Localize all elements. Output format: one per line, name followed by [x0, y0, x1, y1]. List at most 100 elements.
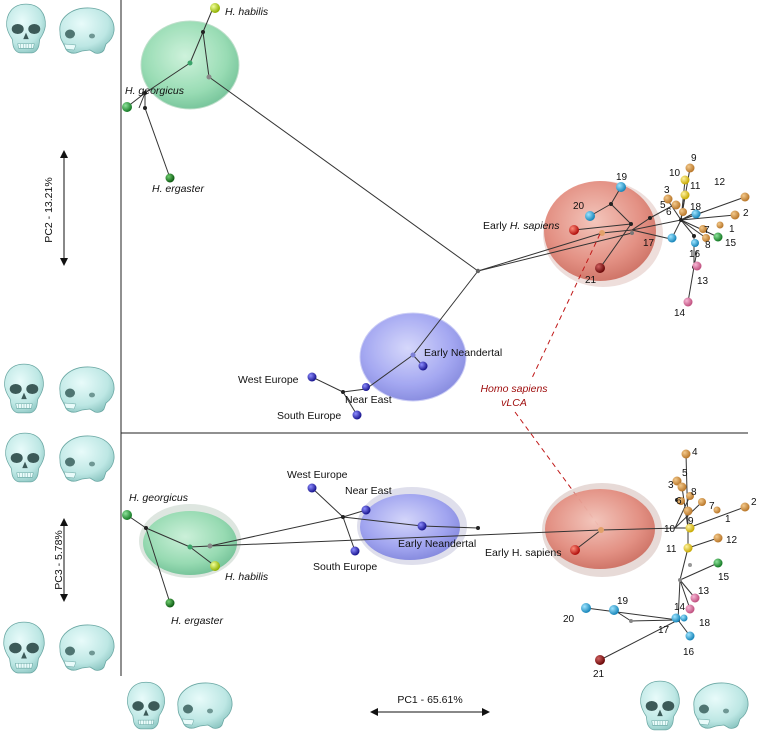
label-early-sapiens: Early H. sapiens	[483, 220, 560, 232]
num-8: 8	[705, 240, 711, 251]
num-14: 14	[674, 308, 686, 319]
num-1: 1	[725, 514, 731, 525]
num-11: 11	[666, 544, 677, 555]
specimen-18	[680, 614, 688, 622]
specimen-habilis	[210, 3, 220, 13]
label-near-east: Near East	[345, 485, 392, 497]
num-2: 2	[743, 208, 749, 219]
specimen-early-sapiens	[570, 545, 580, 555]
specimen-west-europe	[307, 483, 317, 493]
specimen-9	[685, 163, 695, 173]
label-h-ergaster: H. ergaster	[171, 615, 223, 627]
skull-side-icon	[59, 624, 115, 671]
label-south-europe: South Europe	[313, 561, 377, 573]
skull-front-icon	[640, 680, 680, 731]
num-16: 16	[683, 647, 695, 658]
num-12: 12	[726, 535, 738, 546]
pc1-label: PC1 - 65.61%	[397, 694, 462, 706]
num-13: 13	[698, 586, 710, 597]
num-21: 21	[585, 275, 597, 286]
bottom-specimens	[122, 449, 750, 665]
label-early-sapiens: Early H. sapiens	[485, 547, 561, 559]
specimen-8	[702, 234, 710, 242]
specimen-2	[730, 210, 740, 220]
habilis-centroid	[187, 544, 193, 550]
skull-side-icon	[177, 682, 233, 729]
pc2-label: PC2 - 13.21%	[43, 177, 55, 242]
specimen-16	[685, 631, 695, 641]
num-10: 10	[664, 524, 676, 535]
specimen-19	[609, 605, 619, 615]
num-14: 14	[674, 602, 686, 613]
num-18: 18	[690, 202, 702, 213]
specimen-10	[680, 175, 690, 185]
specimen-6	[679, 208, 687, 216]
skull-front-icon	[4, 363, 44, 414]
label-h-georgicus: H. georgicus	[129, 492, 189, 504]
specimen-early-neandertal	[418, 361, 428, 371]
num-20: 20	[573, 201, 585, 212]
skull-front-icon	[5, 432, 45, 483]
num-15: 15	[718, 572, 730, 583]
vlca-annotation: Homo sapiens vLCA	[480, 233, 602, 530]
num-19: 19	[617, 596, 629, 607]
num-5: 5	[682, 468, 688, 479]
specimen-15	[713, 558, 723, 568]
label-near-east: Near East	[345, 394, 392, 406]
specimen-14	[683, 297, 693, 307]
sapiens-centroid	[599, 230, 605, 236]
pc3-label: PC3 - 5.78%	[53, 530, 65, 590]
label-h-ergaster: H. ergaster	[152, 183, 204, 195]
specimen-12	[740, 192, 750, 202]
specimen-17	[667, 233, 677, 243]
specimen-ergaster	[165, 173, 175, 183]
num-9: 9	[688, 516, 694, 527]
specimen-10	[685, 523, 695, 533]
specimen-15	[713, 232, 723, 242]
specimen-early-sapiens	[569, 225, 579, 235]
bottom-panel: H. georgicus H. habilis H. ergaster West…	[122, 447, 757, 680]
neandertal-ellipse	[360, 494, 460, 560]
num-12: 12	[714, 177, 726, 188]
label-early-neandertal: Early Neandertal	[398, 538, 476, 550]
skull-side-icon	[59, 366, 115, 413]
specimen-8	[686, 492, 694, 500]
vlca-line1: Homo sapiens	[480, 383, 548, 395]
specimen-5	[672, 476, 682, 486]
skull-side-icon	[59, 435, 115, 482]
specimen-near-east	[361, 505, 371, 515]
specimen-georgicus	[122, 102, 132, 112]
specimen-south-europe	[352, 410, 362, 420]
skull-side-icon	[59, 7, 115, 54]
pc2-axis: PC2 - 13.21%	[43, 150, 68, 266]
skull-front-icon	[3, 621, 45, 674]
skull-front-icon	[6, 3, 46, 54]
habilis-centroid	[187, 60, 193, 66]
label-h-georgicus: H. georgicus	[125, 85, 185, 97]
sapiens-centroid	[598, 527, 604, 533]
specimen-16	[691, 239, 699, 247]
neandertal-centroid	[410, 352, 416, 358]
num-16: 16	[689, 249, 701, 260]
vlca-line2: vLCA	[501, 397, 527, 409]
num-6: 6	[666, 207, 672, 218]
num-4: 4	[692, 447, 698, 458]
specimen-habilis	[210, 561, 220, 571]
num-19: 19	[616, 172, 628, 183]
specimen-near-east	[362, 383, 370, 391]
specimen-12	[713, 533, 723, 543]
specimen-14	[685, 604, 695, 614]
specimen-13	[690, 593, 700, 603]
specimen-7	[699, 225, 707, 233]
specimen-17	[671, 613, 681, 623]
specimen-early-neandertal	[417, 521, 427, 531]
specimen-1	[716, 221, 724, 229]
pc1-axis: PC1 - 65.61%	[370, 694, 490, 716]
specimen-7	[698, 498, 706, 506]
specimen-20	[585, 211, 595, 221]
label-west-europe: West Europe	[238, 374, 299, 386]
specimen-4	[681, 449, 691, 459]
specimen-6	[677, 497, 685, 505]
specimen-19	[616, 182, 626, 192]
